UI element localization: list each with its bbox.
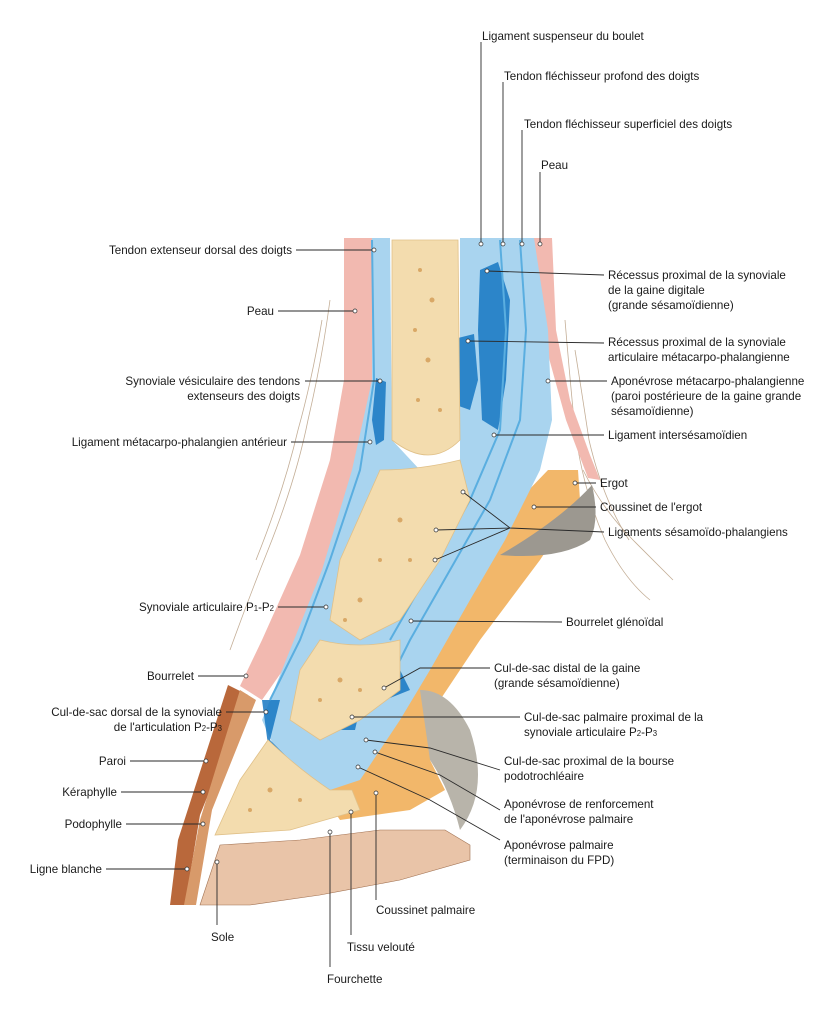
label-cul-palmaire-2-dash: -P <box>641 726 653 739</box>
label-keraphylle: Kéraphylle <box>62 786 117 799</box>
label-aponevrose-mcp-3: sésamoïdienne) <box>611 405 694 418</box>
label-recessus-gaine-1: Récessus proximal de la synoviale <box>608 269 786 282</box>
label-cul-palmaire-2-sub2: 3 <box>653 729 657 738</box>
label-paroi: Paroi <box>99 755 126 768</box>
label-aponevrose-palm-1: Aponévrose palmaire <box>504 839 614 852</box>
label-synoviale-vesiculaire-1: Synoviale vésiculaire des tendons <box>125 375 300 388</box>
label-coussinet-palmaire: Coussinet palmaire <box>376 904 475 917</box>
label-ergot: Ergot <box>600 477 628 490</box>
label-bourrelet-glenoidal: Bourrelet glénoïdal <box>566 616 663 629</box>
label-synoviale-p1p2-sub2: 2 <box>270 604 274 613</box>
label-cul-palmaire-2: synoviale articulaire P2-P3 <box>524 726 657 739</box>
label-cul-dorsal-1: Cul-de-sac dorsal de la synoviale <box>51 706 222 719</box>
label-cul-palmaire-2-main: synoviale articulaire P <box>524 726 637 739</box>
label-ligament-suspenseur: Ligament suspenseur du boulet <box>482 30 645 43</box>
label-recessus-gaine-3: (grande sésamoïdienne) <box>608 299 734 312</box>
label-cul-bourse-1: Cul-de-sac proximal de la bourse <box>504 755 674 768</box>
label-cul-palmaire-1: Cul-de-sac palmaire proximal de la <box>524 711 704 724</box>
label-synoviale-p1p2-main: Synoviale articulaire P <box>139 601 254 614</box>
label-podophylle: Podophylle <box>65 818 122 831</box>
label-cul-dorsal-2-main: de l'articulation P <box>114 721 202 734</box>
label-ligaments-sesamoido: Ligaments sésamoïdo-phalangiens <box>608 526 788 539</box>
label-peau-right: Peau <box>541 159 568 172</box>
label-ligne-blanche: Ligne blanche <box>30 863 102 876</box>
label-peau-left: Peau <box>247 305 274 318</box>
label-recessus-gaine-2: de la gaine digitale <box>608 284 705 297</box>
label-tendon-flechisseur-profond: Tendon fléchisseur profond des doigts <box>504 70 699 83</box>
label-cul-bourse-2: podotrochléaire <box>504 770 584 783</box>
label-tendon-flechisseur-superficiel: Tendon fléchisseur superficiel des doigt… <box>524 118 732 131</box>
label-cul-dorsal-2-dash: -P <box>206 721 218 734</box>
label-synoviale-p1p2-dash: -P <box>258 601 270 614</box>
label-aponevrose-palm-2: (terminaison du FPD) <box>504 854 614 867</box>
sole-frog <box>200 830 470 905</box>
label-aponevrose-mcp-1: Aponévrose métacarpo-phalangienne <box>611 375 804 388</box>
label-synoviale-vesiculaire-2: extenseurs des doigts <box>187 390 300 403</box>
label-synoviale-p1p2: Synoviale articulaire P1-P2 <box>139 601 274 614</box>
label-tissu-veloute: Tissu velouté <box>347 941 415 954</box>
label-aponevrose-mcp-2: (paroi postérieure de la gaine grande <box>611 390 801 403</box>
label-recessus-art-2: articulaire métacarpo-phalangienne <box>608 351 790 364</box>
label-fourchette: Fourchette <box>327 973 382 986</box>
label-cul-distal-1: Cul-de-sac distal de la gaine <box>494 662 640 675</box>
label-cul-dorsal-2: de l'articulation P2-P3 <box>114 721 222 734</box>
label-coussinet-ergot: Coussinet de l'ergot <box>600 501 703 514</box>
label-ligament-mcp-anterieur: Ligament métacarpo-phalangien antérieur <box>72 436 287 449</box>
label-tendon-extenseur: Tendon extenseur dorsal des doigts <box>109 244 292 257</box>
bone-metacarpus <box>392 240 460 455</box>
label-bourrelet: Bourrelet <box>147 670 195 683</box>
label-aponevrose-renf-1: Aponévrose de renforcement <box>504 798 654 811</box>
label-cul-dorsal-2-sub2: 3 <box>218 724 222 733</box>
label-cul-distal-2: (grande sésamoïdienne) <box>494 677 620 690</box>
label-recessus-art-1: Récessus proximal de la synoviale <box>608 336 786 349</box>
label-ligament-intersesamoidien: Ligament intersésamoïdien <box>608 429 747 442</box>
label-aponevrose-renf-2: de l'aponévrose palmaire <box>504 813 633 826</box>
label-sole: Sole <box>211 931 234 944</box>
